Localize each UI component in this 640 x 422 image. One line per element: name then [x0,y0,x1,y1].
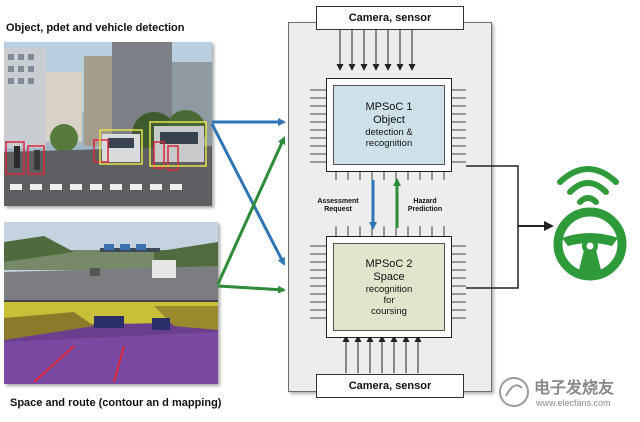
assessment-line1: Assessment [317,198,359,205]
mpsoc2-sub-line1: recognition [365,283,413,295]
watermark-brand: 电子发烧友 [534,380,615,397]
camera-bottom-input-arrows [342,335,422,373]
camera-sensor-bottom-label: Camera, sensor [316,374,464,398]
camera-sensor-top-label: Camera, sensor [316,6,464,30]
bottom-image-to-chip1-arrow [216,136,286,285]
mpsoc1-title-line1: MPSoC 1 [365,101,413,113]
bottom-caption: Space and route (contour an d mapping) [10,397,222,409]
watermark-logo-icon [499,377,529,407]
top-caption: Object, pdet and vehicle detection [6,22,185,34]
hazard-prediction-label: Hazard Prediction [400,198,450,214]
space-mapping-photo [4,222,218,384]
camera-sensor-top-text: Camera, sensor [348,12,432,24]
hazard-line2: Prediction [407,206,443,213]
watermark-url: www.elecfans.com [536,398,611,408]
chip2-pins [310,226,466,319]
mpsoc2-sub-line3: coursing [371,305,407,317]
mpsoc2-core: MPSoC 2 Space recognition for coursing [333,243,445,331]
mpsoc2-sub-line2: for [383,294,395,306]
mpsoc1-core: MPSoC 1 Object detection & recognition [333,85,445,165]
camera-sensor-bottom-text: Camera, sensor [348,380,432,392]
mpsoc2-title-line1: MPSoC 2 [365,257,413,270]
watermark: 电子发烧友 www.elecfans.com [496,372,636,416]
hazard-line1: Hazard [413,198,437,205]
top-image-to-chip2-arrow [210,123,286,266]
camera-top-input-arrows [336,29,416,71]
bottom-image-to-chip2-arrow [217,284,286,294]
mpsoc1-chip: MPSoC 1 Object detection & recognition [326,78,452,172]
assessment-request-label: Assessment Request [306,198,370,214]
output-connector [466,165,519,289]
mpsoc1-title-line2: Object [373,114,405,126]
mpsoc1-sub-line2: recognition [365,138,413,149]
mpsoc2-title-line2: Space [373,270,405,283]
assessment-line2: Request [324,206,352,213]
steering-wheel-icon [553,207,627,281]
mpsoc1-sub-line1: detection & [365,127,413,138]
wireless-signal-icon [557,166,619,205]
mpsoc2-chip: MPSoC 2 Space recognition for coursing [326,236,452,338]
street-detection-photo [4,42,212,206]
